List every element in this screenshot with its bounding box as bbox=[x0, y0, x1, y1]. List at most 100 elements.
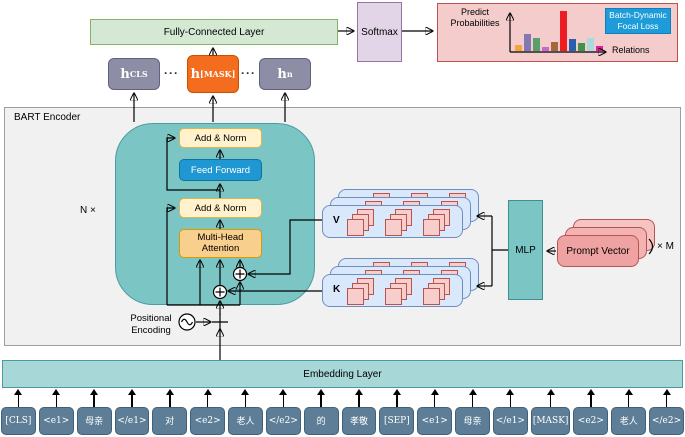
token-cell: <e2> bbox=[573, 389, 609, 435]
arrow-stem bbox=[396, 395, 398, 407]
token-cell: </e2> bbox=[649, 389, 684, 435]
arrow-stem bbox=[627, 395, 630, 407]
token: 孝敬 bbox=[341, 406, 377, 435]
up-arrow-icon bbox=[662, 389, 671, 395]
arrow-stem bbox=[358, 395, 360, 407]
token: [CLS] bbox=[1, 406, 36, 435]
probability-bar bbox=[551, 42, 558, 51]
value-stack-front: V bbox=[322, 205, 463, 238]
token-cell: 老人 bbox=[228, 389, 263, 435]
token-cell: 母亲 bbox=[455, 389, 490, 435]
up-arrow-icon bbox=[127, 389, 136, 395]
arrow-stem bbox=[320, 395, 322, 407]
token-cell: </e1> bbox=[492, 389, 528, 435]
token: <e2> bbox=[190, 406, 226, 435]
arrow-stem bbox=[17, 395, 20, 407]
token-cell: [CLS] bbox=[1, 389, 36, 435]
up-arrow-icon bbox=[203, 389, 212, 395]
up-arrow-icon bbox=[14, 389, 23, 395]
token: 老人 bbox=[611, 406, 647, 435]
up-arrow-icon bbox=[392, 389, 401, 395]
probability-bar bbox=[587, 38, 594, 51]
token: </e1> bbox=[114, 406, 150, 435]
relations-axis-label: Relations bbox=[612, 45, 650, 55]
token: <e2> bbox=[573, 406, 609, 435]
token: </e2> bbox=[649, 406, 684, 435]
up-arrow-icon bbox=[241, 389, 250, 395]
up-arrow-icon bbox=[506, 389, 515, 395]
arrow-stem bbox=[282, 395, 285, 407]
add-norm-top-box: Add & Norm bbox=[179, 128, 262, 148]
probability-bar bbox=[515, 45, 522, 51]
token-cell: [SEP] bbox=[379, 389, 415, 435]
prompt-square bbox=[423, 219, 440, 236]
token: 对 bbox=[152, 406, 188, 435]
arrow-stem bbox=[433, 395, 436, 407]
arrow-stem bbox=[169, 395, 171, 407]
token-cell: <e1> bbox=[417, 389, 453, 435]
probability-bar bbox=[542, 47, 549, 51]
arrow-stem bbox=[131, 395, 133, 407]
prompt-square-group bbox=[385, 278, 412, 305]
probability-bar bbox=[578, 43, 585, 51]
prompt-square-group bbox=[423, 278, 450, 305]
token-cell: 的 bbox=[303, 389, 339, 435]
h-subscript: n bbox=[286, 69, 293, 79]
ellipsis: ··· bbox=[241, 66, 256, 80]
up-arrow-icon bbox=[430, 389, 439, 395]
up-arrow-icon bbox=[468, 389, 477, 395]
arrow-stem bbox=[206, 395, 209, 407]
token: <e1> bbox=[417, 406, 453, 435]
softmax-label: Softmax bbox=[361, 26, 398, 38]
ellipsis: ··· bbox=[164, 66, 179, 80]
prompt-square bbox=[347, 219, 364, 236]
focal-loss-badge: Batch-Dynamic Focal Loss bbox=[605, 8, 671, 34]
token-cell: </e2> bbox=[265, 389, 301, 435]
up-arrow-icon bbox=[279, 389, 288, 395]
token-cell: 母亲 bbox=[76, 389, 112, 435]
probability-bar-chart bbox=[515, 11, 603, 51]
token-cell: <e1> bbox=[38, 389, 74, 435]
arrow-stem bbox=[590, 395, 592, 407]
n-times-label: N × bbox=[80, 205, 96, 216]
token-cell: [MASK] bbox=[530, 389, 571, 435]
h-base: h bbox=[120, 66, 130, 82]
arrow-stem bbox=[244, 395, 247, 407]
token-row: [CLS]<e1>母亲</e1>对<e2>老人</e2>的孝敬[SEP]<e1>… bbox=[1, 389, 684, 435]
up-arrow-icon bbox=[624, 389, 633, 395]
fully-connected-layer-label: Fully-Connected Layer bbox=[163, 26, 265, 38]
h-base: h bbox=[190, 66, 201, 82]
k-label: K bbox=[333, 284, 341, 295]
token: 的 bbox=[303, 406, 339, 435]
prompt-square-group bbox=[347, 209, 374, 236]
probability-bar bbox=[569, 39, 576, 51]
probability-bar bbox=[560, 11, 567, 51]
arrow-stem bbox=[93, 395, 95, 407]
probability-bar bbox=[524, 34, 531, 51]
token-cell: <e2> bbox=[190, 389, 226, 435]
token: <e1> bbox=[38, 406, 74, 435]
predict-probabilities-label: Predict Probabilities bbox=[450, 7, 500, 28]
times-m-label: × M bbox=[657, 241, 674, 252]
prompt-square bbox=[385, 219, 402, 236]
hidden-state-h-mask: h[MASK] bbox=[187, 55, 239, 93]
up-arrow-icon bbox=[355, 389, 364, 395]
positional-encoding-label: Positional Encoding bbox=[130, 313, 172, 336]
prompt-square bbox=[347, 288, 364, 305]
up-arrow-icon bbox=[52, 389, 61, 395]
token: 母亲 bbox=[76, 406, 112, 435]
prompt-square-group bbox=[385, 209, 412, 236]
arrow-stem bbox=[471, 395, 474, 407]
h-subscript: CLS bbox=[129, 69, 148, 79]
arrow-stem bbox=[509, 395, 512, 407]
up-arrow-icon bbox=[165, 389, 174, 395]
token-cell: 老人 bbox=[611, 389, 647, 435]
arrow-stem bbox=[55, 395, 58, 407]
probability-bar bbox=[596, 46, 603, 51]
prompt-square bbox=[385, 288, 402, 305]
feed-forward-box: Feed Forward bbox=[179, 159, 262, 181]
token: [SEP] bbox=[379, 406, 415, 435]
prompt-square-group bbox=[423, 209, 450, 236]
